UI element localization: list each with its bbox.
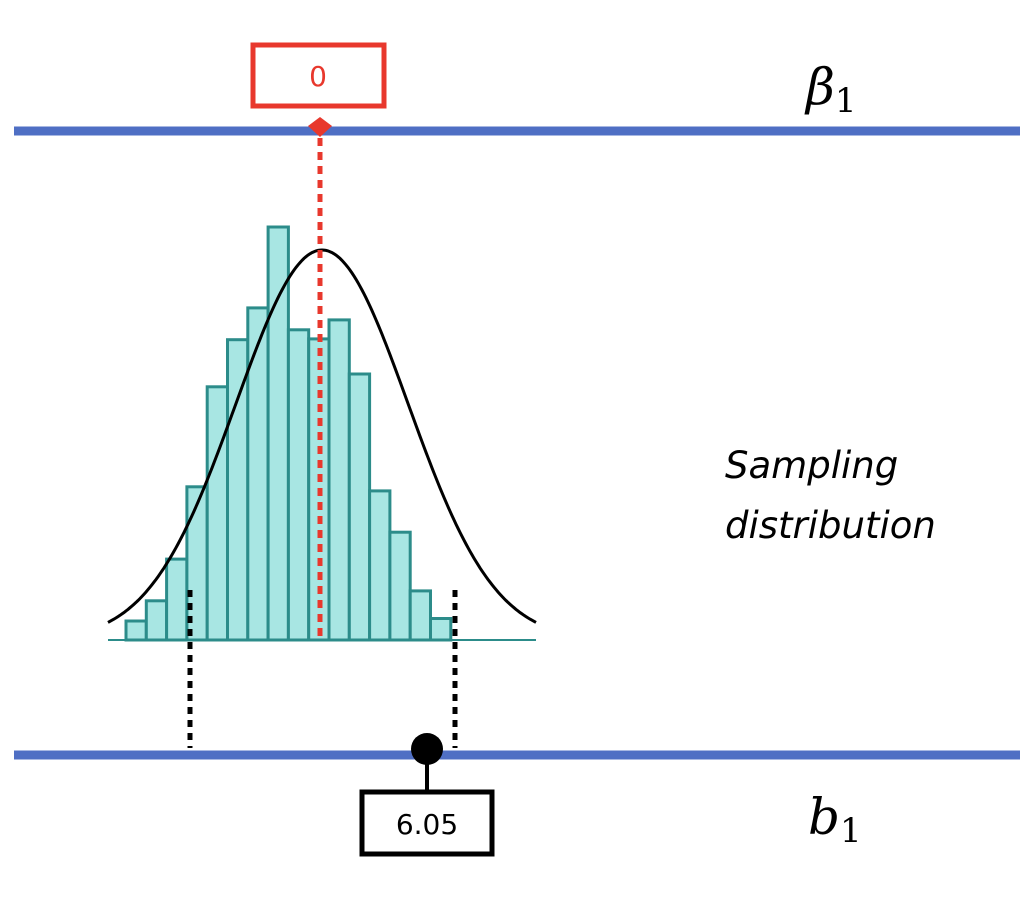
histogram-bar xyxy=(327,318,351,642)
statistic-marker xyxy=(411,733,443,792)
parameter-value: 0 xyxy=(309,60,327,93)
histogram-bar xyxy=(124,619,148,642)
histogram-bar xyxy=(246,306,270,642)
histogram-bar xyxy=(388,530,412,642)
parameter-value-box: 0 xyxy=(250,42,387,109)
histogram-bar xyxy=(226,338,250,642)
parameter-label: β1 xyxy=(804,58,857,121)
parameter-marker xyxy=(308,117,332,137)
caption-line-2: distribution xyxy=(725,504,936,547)
histogram-bar xyxy=(205,385,229,642)
histogram-bar xyxy=(266,225,290,642)
histogram-bar xyxy=(408,589,433,642)
histogram-bars xyxy=(124,225,453,642)
statistic-value: 6.05 xyxy=(396,808,458,841)
histogram-bar xyxy=(144,599,169,642)
histogram-bar xyxy=(165,557,189,642)
histogram-bar xyxy=(347,372,372,642)
statistic-label: b1 xyxy=(808,788,862,851)
histogram-bar xyxy=(429,617,453,642)
caption-line-1: Sampling xyxy=(725,444,898,487)
histogram-bar xyxy=(368,489,392,642)
histogram-bar xyxy=(286,328,311,642)
statistic-value-box: 6.05 xyxy=(359,789,495,857)
